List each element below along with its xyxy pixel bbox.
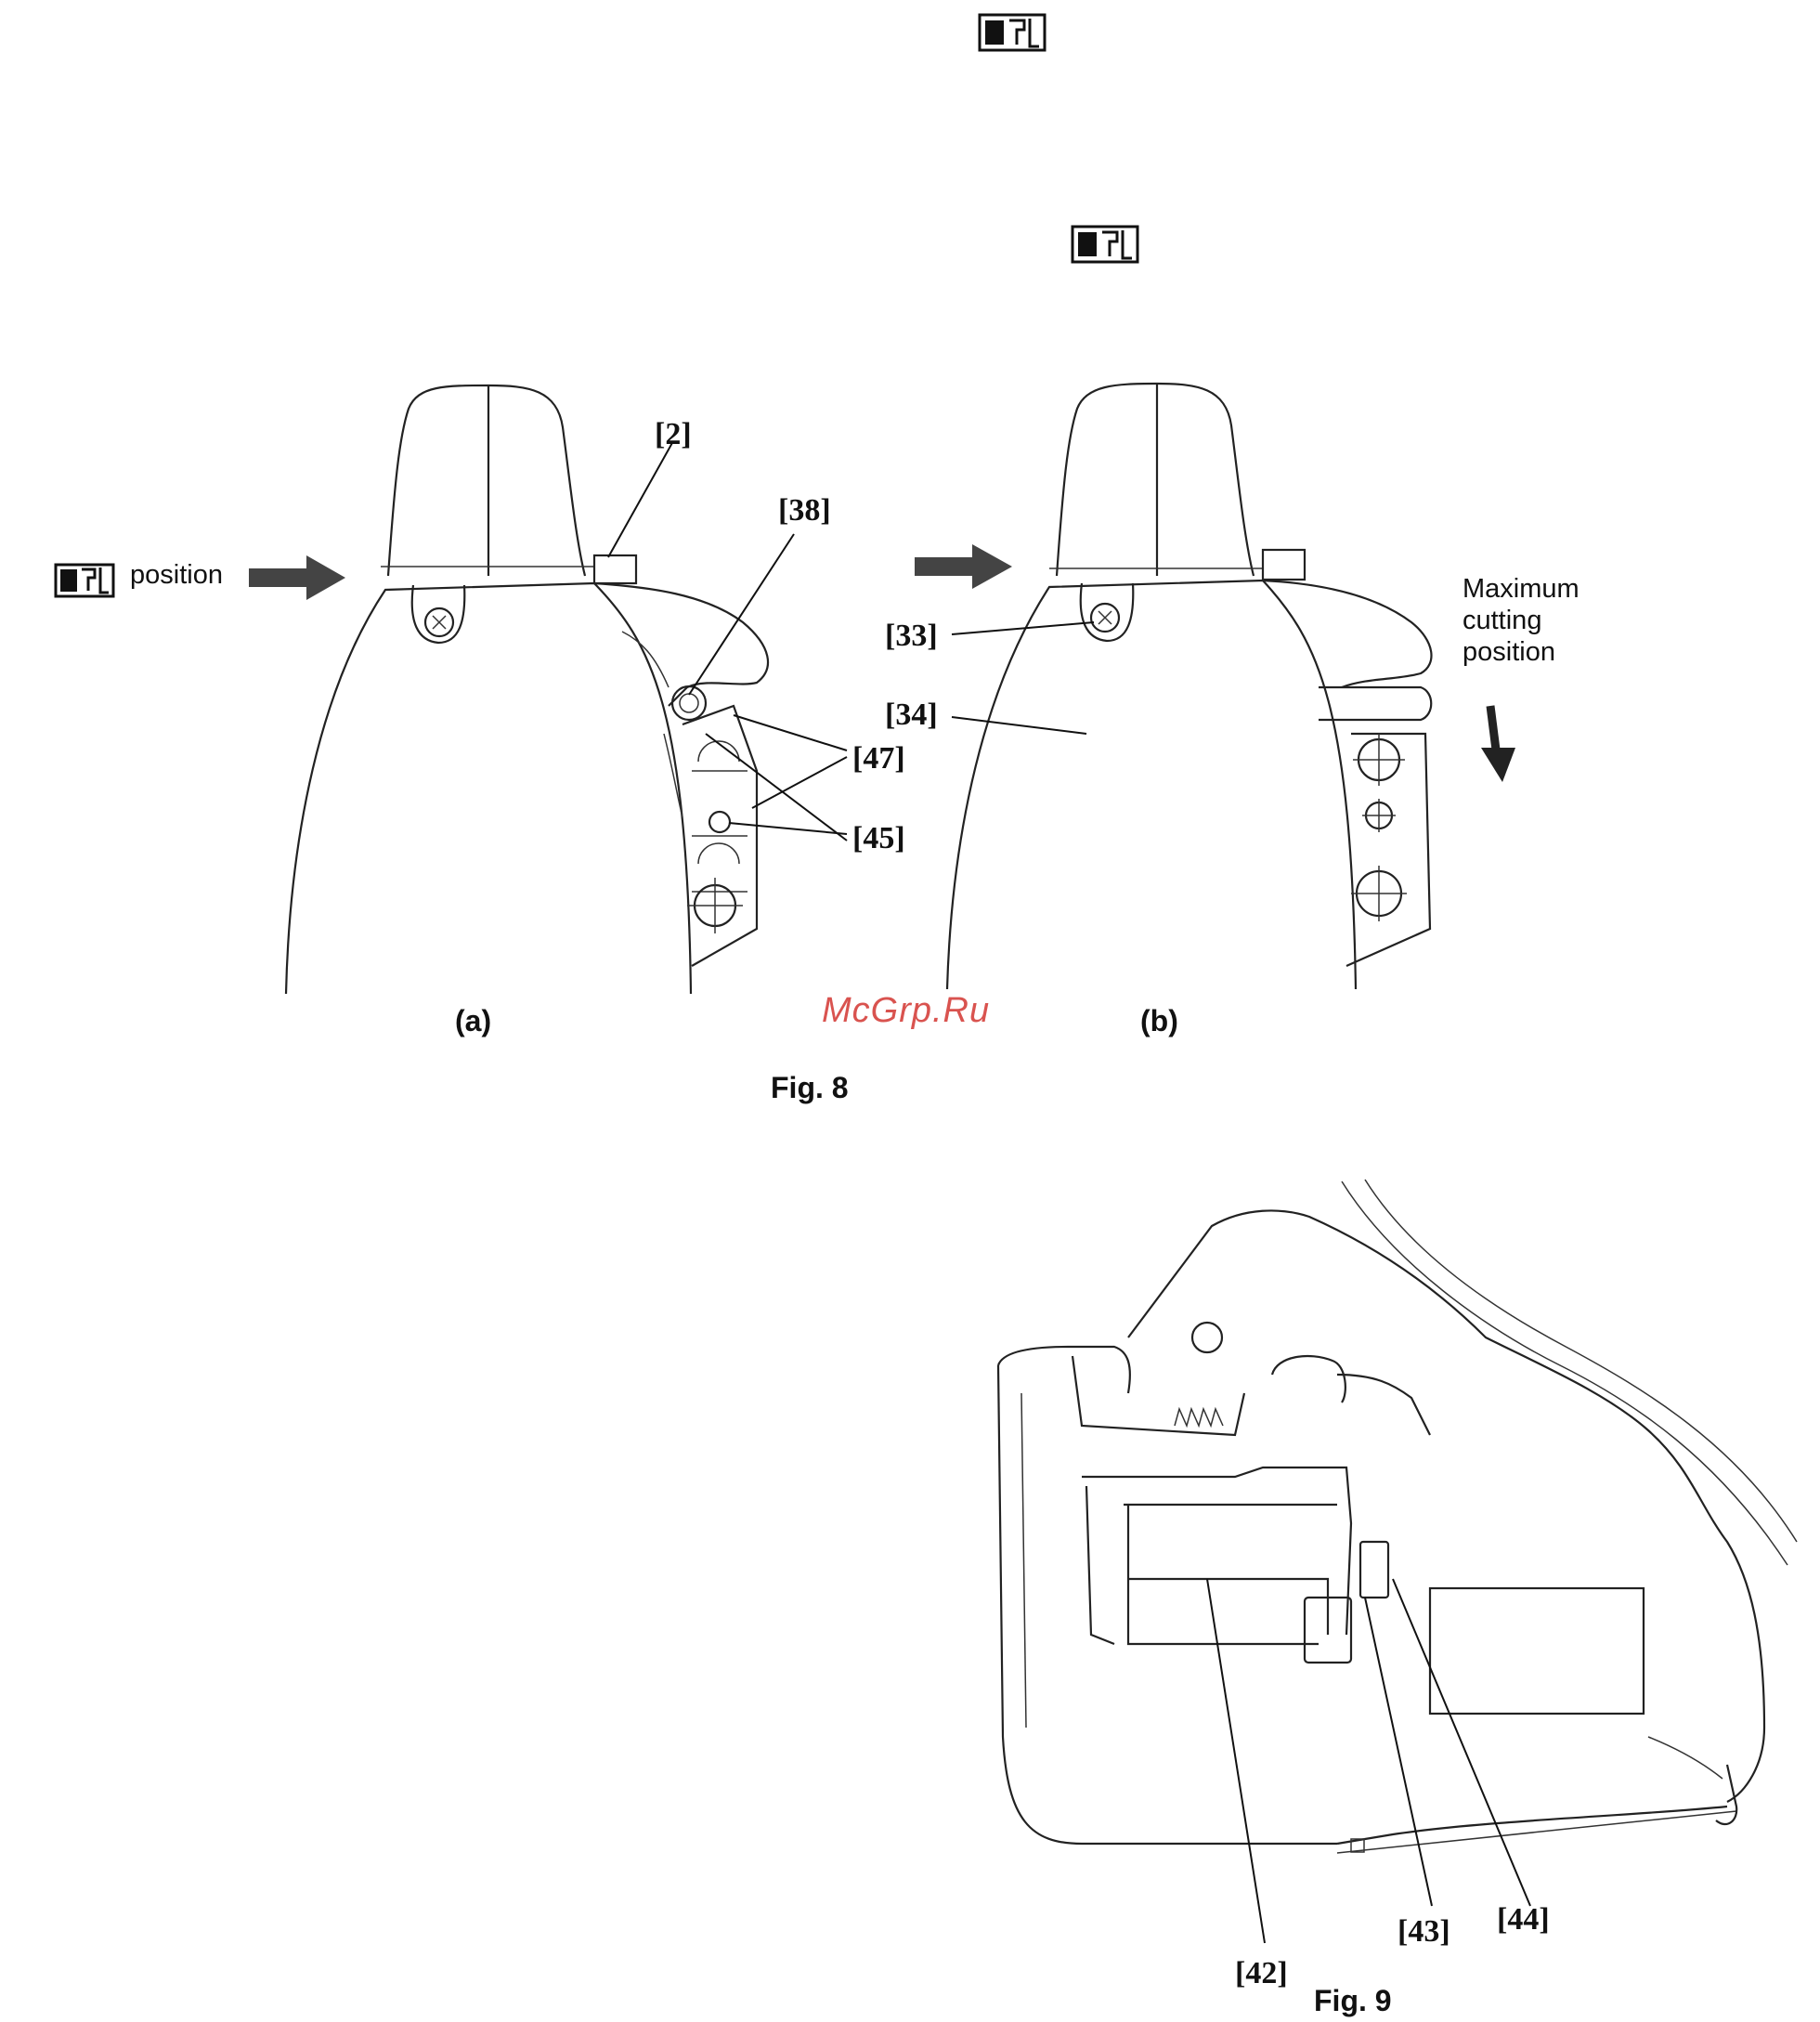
callout-34: [34]: [885, 698, 938, 732]
callout-43: [43]: [1398, 1914, 1450, 1949]
max-cutting-note-line1: Maximum: [1462, 574, 1580, 604]
fig8-sublabel-b: (b): [1140, 1004, 1178, 1037]
callout-47: [47]: [852, 741, 905, 776]
max-cutting-note-line3: position: [1462, 637, 1555, 667]
callout-2: [2]: [655, 417, 692, 451]
callout-45: [45]: [852, 821, 905, 855]
position-symbol-icon: [56, 565, 113, 596]
callout-42: [42]: [1235, 1956, 1288, 1990]
fig8-panel-a-drawing: [56, 385, 847, 994]
fig9-drawing: [998, 1180, 1797, 1943]
callout-38: [38]: [778, 493, 831, 528]
position-symbol-icon: [980, 15, 1045, 50]
fig8-panel-b-drawing: [915, 384, 1515, 989]
position-symbol-icon: [1072, 227, 1138, 262]
fig9-caption: Fig. 9: [1314, 1984, 1392, 2017]
fig8-caption: Fig. 8: [771, 1071, 849, 1104]
arrow-right-icon: [915, 544, 1012, 589]
callout-44: [44]: [1497, 1902, 1550, 1937]
callout-33: [33]: [885, 619, 938, 653]
fig8-sublabel-a: (a): [455, 1004, 491, 1037]
max-cutting-note-line2: cutting: [1462, 606, 1541, 635]
fig8-position-note: position: [130, 560, 223, 590]
arrow-down-icon: [1481, 706, 1515, 782]
watermark: McGrp.Ru: [822, 991, 990, 1030]
arrow-right-icon: [249, 555, 345, 600]
